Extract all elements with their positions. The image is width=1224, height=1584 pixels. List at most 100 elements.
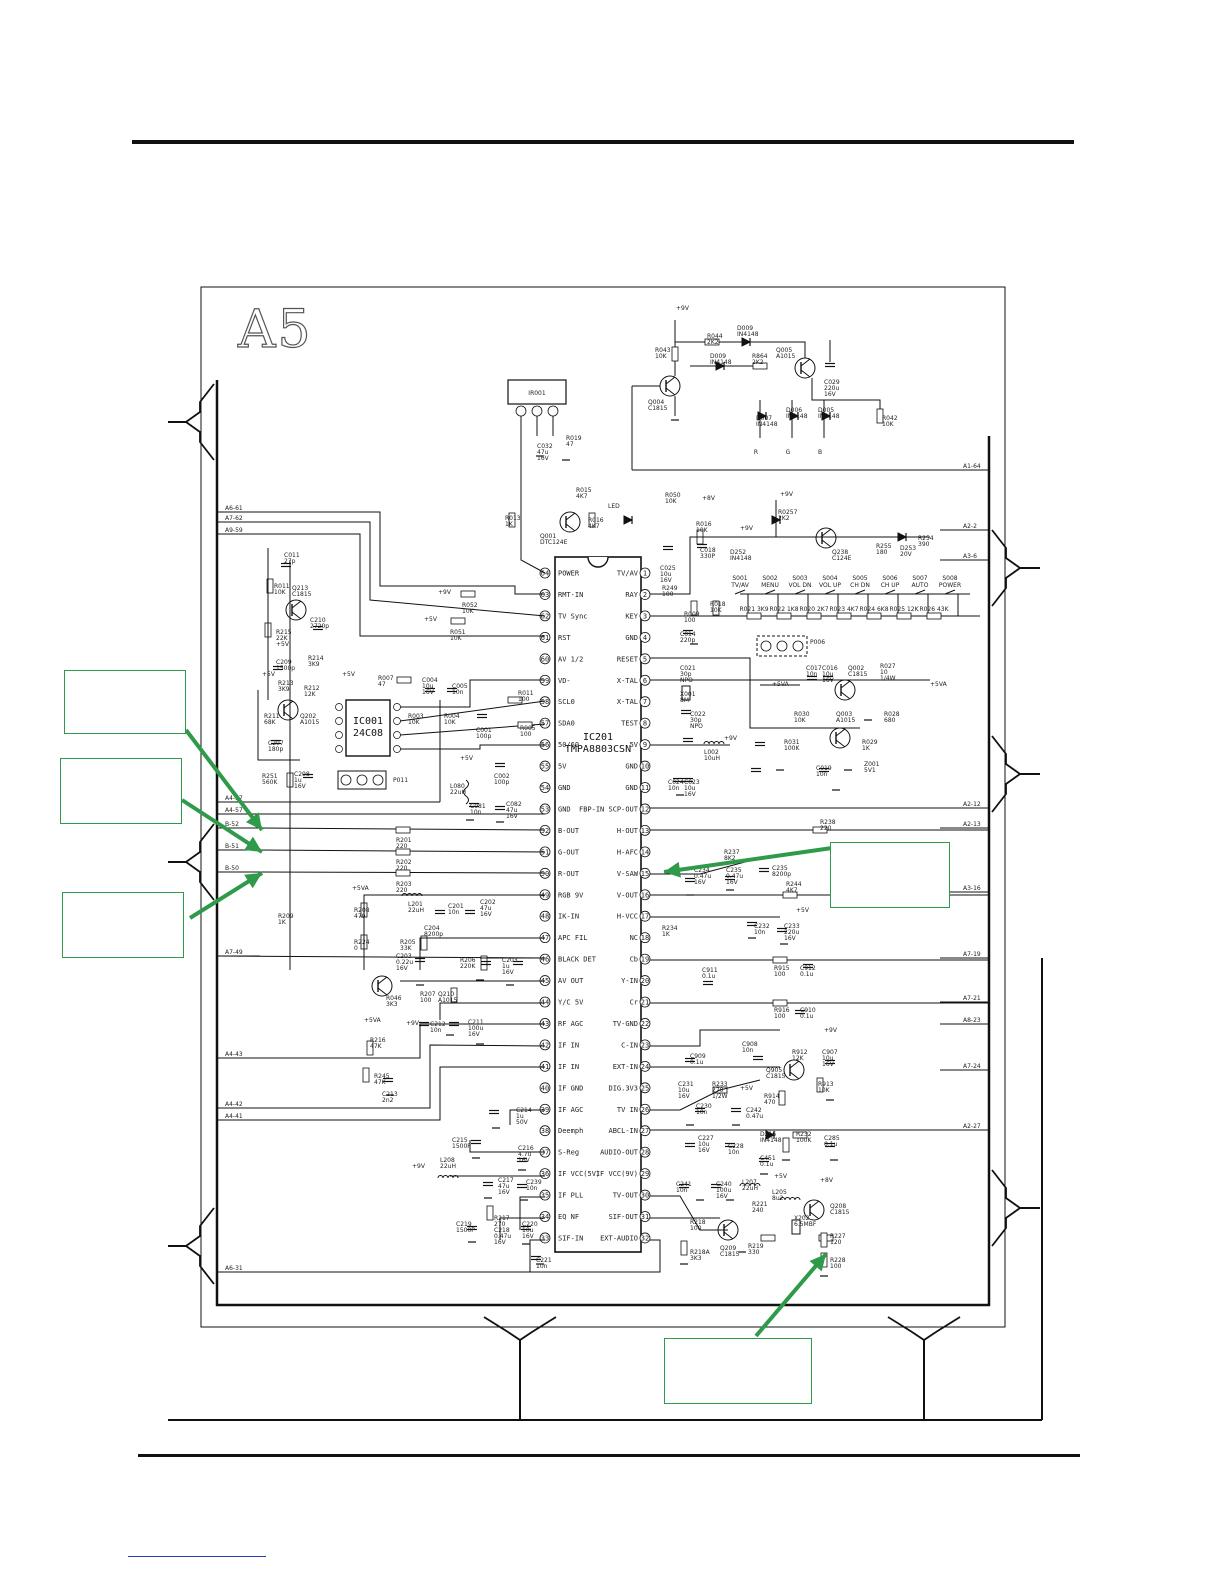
connector-bracket-left	[184, 823, 215, 901]
component-label-line: D253	[900, 545, 916, 552]
ic201-pin-number: 7	[643, 698, 647, 706]
ir001-pin	[547, 405, 559, 417]
ic201-pin-label: IF IN	[558, 1063, 579, 1071]
d253-diode	[897, 532, 908, 542]
component-label-line: C004	[422, 677, 438, 684]
component-label-line: R004	[444, 713, 460, 720]
ic201-pin-label: S-Reg	[558, 1149, 579, 1157]
ic201-pin-right	[639, 975, 651, 986]
component-label-line: C215	[452, 1137, 468, 1144]
component-label-line: C016	[822, 665, 838, 672]
component-label-line: 100K	[784, 745, 800, 752]
key-switch-ref: S005	[852, 575, 867, 582]
ic201-pin-right	[639, 696, 651, 708]
resistor	[812, 826, 828, 834]
ic201-pin-right	[639, 1146, 651, 1158]
q210-transistor-collector	[377, 976, 388, 985]
component-label-line: 1/2W	[712, 1093, 728, 1100]
net-ray	[650, 536, 760, 595]
component-label-line: 8u2	[772, 1195, 784, 1202]
component-label-line: R245	[374, 1073, 390, 1080]
ic201-pin-number: 50	[541, 870, 549, 878]
resistor	[792, 1131, 808, 1139]
component-label-line: 220	[396, 843, 408, 850]
ic201-pin-number: 2	[643, 591, 647, 599]
component-label-line: R028	[884, 711, 900, 718]
key-ladder-label: R022 1K8	[769, 606, 798, 613]
ic201-pin-number: 19	[641, 956, 649, 964]
component-label-line: C213	[382, 1091, 398, 1098]
net-vd	[400, 679, 545, 708]
component-label-line: C201	[448, 903, 464, 910]
component-label-line: 330P	[700, 553, 715, 560]
connector-bracket-right	[991, 1169, 1022, 1247]
component-label-line: 50V	[516, 1119, 529, 1126]
q005-transistor	[794, 357, 816, 379]
net-label-left: A4-43	[225, 1051, 243, 1058]
resistor	[772, 956, 788, 964]
net-50-60	[400, 744, 545, 750]
ic201-pin-number: 62	[541, 612, 549, 620]
component-label: D005IN4148	[818, 407, 840, 420]
ic201-pin-number: 1	[643, 570, 647, 578]
ic201-pin-number: 53	[541, 805, 549, 813]
resistor	[395, 869, 411, 877]
resistor	[680, 1240, 688, 1256]
component-label-line: 16V	[824, 391, 837, 398]
key-ladder-label: R023 4K7	[829, 606, 858, 613]
net-label-left: A4-57	[225, 795, 243, 802]
component-label-line: C023	[684, 779, 700, 786]
r044-resistor	[704, 338, 720, 346]
component-label-line: R215	[276, 629, 292, 636]
component-label-line: 0.1u	[690, 1059, 704, 1066]
component-label-line: 10n	[470, 809, 482, 816]
ic201-pin-label: FBP-IN SCP-OUT	[579, 805, 639, 813]
ic201-pin-label: Y/C 5V	[558, 999, 584, 1007]
component-label-line: 10n	[430, 1027, 442, 1034]
component-label-line: 2K2	[752, 359, 764, 366]
sheet-title: A5	[237, 299, 313, 360]
key-ladder-label: R026 43K	[919, 606, 949, 613]
ic201-pin-number: 18	[641, 934, 649, 942]
q213-transistor	[285, 599, 307, 621]
ic201-pin-label: IF VCC(9V)	[596, 1170, 638, 1178]
ic201-pin-label: R-OUT	[558, 870, 580, 878]
ic201-pin-number: 54	[541, 784, 549, 792]
ic201-pin-label: RESET	[617, 655, 639, 663]
net-yc5v	[439, 1002, 545, 1020]
ic201-pin-number: 52	[541, 827, 549, 835]
q005-transistor-collector	[800, 358, 811, 367]
ic201-pin-label: APC FIL	[558, 934, 588, 942]
component-label-line: Q210	[438, 991, 454, 998]
component-label-line: R052	[462, 602, 478, 609]
component-label-line: 100	[420, 997, 432, 1004]
ic201-part: TMPA8803CSN	[565, 744, 631, 755]
net-rgb9v	[363, 894, 545, 970]
component-label-line: R031	[784, 739, 800, 746]
key-switch-label: TV/AV	[730, 582, 750, 589]
component-label-line: 1500P	[452, 1143, 471, 1150]
supply-label: +9V	[740, 525, 754, 532]
component-label-line: Q202	[300, 713, 316, 720]
component-label-line: R216	[370, 1037, 386, 1044]
ic201-pin-label: ABCL-IN	[608, 1127, 638, 1135]
component-label-line: Q209	[720, 1245, 736, 1252]
ic201-pin-label: AUDIO-OUT	[600, 1149, 639, 1157]
callout-arrow-5	[754, 1252, 828, 1338]
component-label-line: C232	[754, 923, 770, 930]
net-label-left: B-52	[225, 821, 239, 828]
component-label-line: R050	[665, 492, 681, 499]
component-label-line: 0.1u	[824, 1141, 838, 1148]
